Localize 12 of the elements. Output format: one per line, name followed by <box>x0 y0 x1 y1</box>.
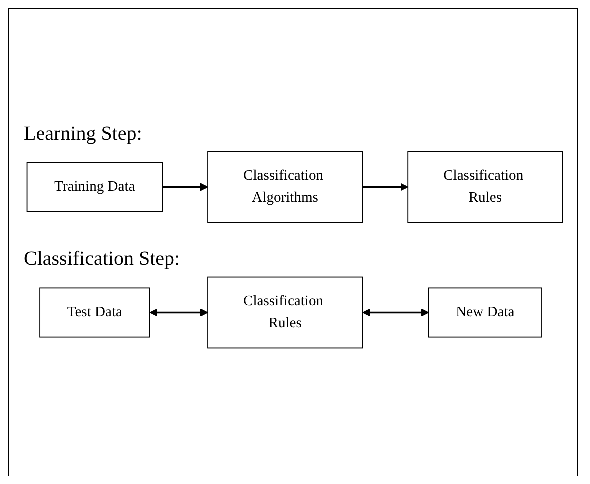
arrow <box>362 183 408 192</box>
arrow <box>362 308 430 317</box>
section-heading: Learning Step: <box>24 122 142 146</box>
section-heading: Classification Step: <box>24 248 180 272</box>
node-box: Classification Rules <box>408 151 564 224</box>
node-box: New Data <box>428 288 542 338</box>
node-box: Training Data <box>26 162 163 212</box>
node-box: Test Data <box>40 288 150 338</box>
arrow <box>162 183 208 192</box>
arrow <box>150 308 208 317</box>
node-box: Classification Algorithms <box>208 151 364 224</box>
node-box: Classification Rules <box>208 276 364 349</box>
